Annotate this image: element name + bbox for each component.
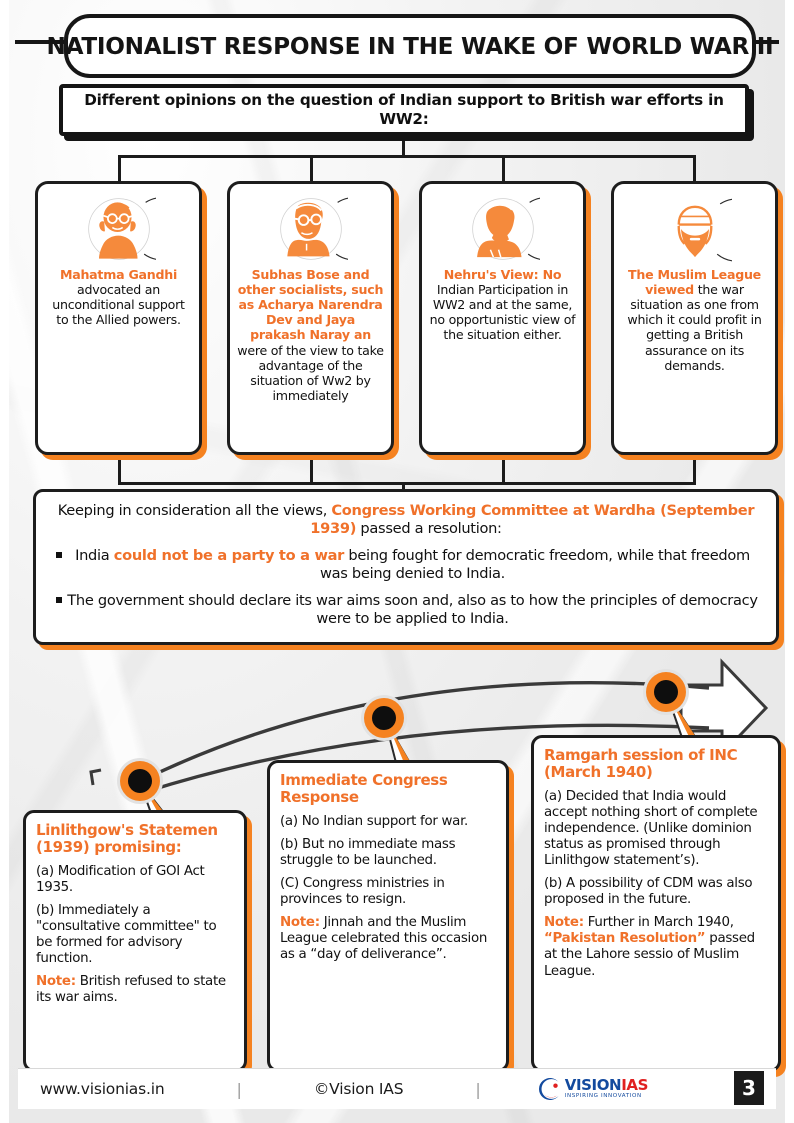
ribbon-tail-left (15, 40, 73, 44)
timeline-node-ramgarh[interactable] (643, 669, 689, 715)
connector-rise-3 (693, 457, 696, 485)
note-tail: passed at the Lahore sessio of Muslim Le… (544, 931, 755, 979)
opinion-text-muslim-league: The Muslim League viewed the war situati… (621, 267, 768, 373)
timeline-node-congress-response[interactable] (361, 695, 407, 741)
event-note: Note: Further in March 1940, “Pakistan R… (544, 915, 768, 979)
wardha-lead: Keeping in consideration all the views, … (54, 502, 758, 539)
logo-ias-text: IAS (621, 1076, 649, 1095)
connector-drop-top-0 (118, 155, 121, 183)
event-card-congress-response[interactable]: Immediate Congress Response (a) No India… (267, 760, 509, 1072)
logo-vision-text: VISION (564, 1076, 622, 1095)
note-text: Further in March 1940, (583, 915, 734, 931)
wardha-bullet-text: India could not be a party to a war bein… (67, 547, 758, 584)
subtitle-box: Different opinions on the question of In… (59, 84, 749, 136)
opinion-card-subhas-bose[interactable]: Subhas Bose and other socialists, such a… (227, 181, 394, 455)
wardha-lead-pre: Keeping in consideration all the views, (57, 502, 332, 519)
opinion-heading: Nehru's View: No (443, 267, 562, 282)
connector-drop-top-2 (502, 155, 505, 183)
connector-drop-top-3 (693, 155, 696, 183)
opinion-heading: The Muslim League viewed (628, 267, 761, 298)
connector-rise-2 (502, 457, 505, 485)
opinion-body: were of the view to take advantage of th… (237, 342, 384, 403)
connector-bar-bottom (118, 482, 696, 485)
connector-trunk-bottom (402, 482, 405, 491)
note-label: Note: (36, 974, 76, 990)
note-text: British refused to state its war aims. (36, 974, 226, 1006)
footer-copyright: ©Vision IAS (313, 1080, 404, 1098)
opinion-body: the war situation as one from which it c… (627, 282, 762, 373)
footer-website-url[interactable]: www.visionias.in (40, 1080, 165, 1098)
bullet-square-icon (56, 596, 62, 603)
wardha-bullet-1: The government should declare its war ai… (54, 592, 758, 629)
opinion-card-gandhi[interactable]: Mahatma Gandhi advocated an unconditiona… (35, 181, 202, 455)
visionias-wordmark: VISIONIAS INSPIRING INNOVATION (564, 1076, 649, 1100)
nehru-portrait-icon (471, 197, 540, 260)
opinion-card-muslim-league[interactable]: The Muslim League viewed the war situati… (611, 181, 778, 455)
opinion-text-nehru: Nehru's View: No Indian Participation in… (429, 267, 576, 343)
event-card-ramgarh[interactable]: Ramgarh session of INC (March 1940) (a) … (531, 735, 781, 1072)
event-para: (a) Decided that India would accept noth… (544, 788, 758, 869)
timeline-curve-inner (144, 723, 710, 794)
timeline-node-linlithgow[interactable] (117, 758, 163, 804)
node-core (654, 680, 678, 704)
event-title: Ramgarh session of INC (March 1940) (544, 746, 738, 782)
node-core (372, 706, 396, 730)
bullet-square-icon (56, 551, 62, 558)
event-para: (b) A possibility of CDM was also propos… (544, 876, 753, 908)
opinion-heading: Subhas Bose and other socialists, such a… (237, 267, 384, 343)
connector-trunk-top (402, 136, 405, 157)
event-para: (b) But no immediate mass struggle to be… (280, 836, 456, 868)
timeline-start-tick (89, 768, 102, 786)
event-para: (C) Congress ministries in provinces to … (280, 876, 445, 908)
wardha-lead-post: passed a resolution: (356, 520, 502, 538)
subhas-bose-portrait-icon (279, 197, 348, 260)
wardha-lead-highlight: Congress Working Committee at Wardha (Se… (310, 502, 755, 538)
gandhi-portrait-icon (87, 197, 156, 260)
subtitle-text: Different opinions on the question of In… (84, 91, 724, 128)
muslim-league-portrait-icon (677, 198, 732, 262)
opinion-body: Indian Participation in WW2 and at the s… (429, 282, 576, 343)
footer-separator: | (475, 1079, 481, 1099)
opinion-text-gandhi: Mahatma Gandhi advocated an unconditiona… (45, 267, 192, 327)
event-note: Note: British refused to state its war a… (36, 974, 234, 1006)
connector-drop-top-1 (310, 155, 313, 183)
event-title: Linlithgow's Statemen (1939) promising: (36, 821, 218, 857)
node-core (128, 769, 152, 793)
event-note: Note: Jinnah and the Muslim League celeb… (280, 915, 496, 963)
opinion-card-nehru[interactable]: Nehru's View: No Indian Participation in… (419, 181, 586, 455)
connector-rise-1 (310, 457, 313, 485)
note-text: Jinnah and the Muslim League celebrated … (280, 915, 488, 963)
footer-separator: | (236, 1079, 242, 1099)
opinion-body: advocated an unconditional support to th… (52, 282, 185, 328)
bullet-highlight: could not be a party to a war (113, 546, 345, 564)
page-title-banner: NATIONALIST RESPONSE IN THE WAKE OF WORL… (47, 14, 774, 78)
connector-bar-top (118, 155, 696, 158)
connector-rise-0 (118, 457, 121, 485)
note-label: Note: (544, 915, 584, 931)
note-label: Note: (280, 915, 320, 931)
logo-tagline: INSPIRING INNOVATION (564, 1093, 642, 1100)
opinion-text-subhas-bose: Subhas Bose and other socialists, such a… (237, 267, 384, 403)
page-number-badge: 3 (734, 1071, 764, 1105)
timeline-curve-outer (142, 681, 710, 782)
wardha-resolution-box: Keeping in consideration all the views, … (33, 489, 779, 645)
visionias-logo[interactable]: VISIONIAS INSPIRING INNOVATION (538, 1076, 649, 1100)
visionias-swoosh-icon (538, 1078, 559, 1100)
bullet-pre: India (75, 546, 114, 564)
event-card-linlithgow[interactable]: Linlithgow's Statemen (1939) promising: … (23, 810, 247, 1072)
page-title: NATIONALIST RESPONSE IN THE WAKE OF WORL… (46, 32, 774, 60)
event-title: Immediate Congress Response (280, 771, 448, 807)
wardha-bullet-text: The government should declare its war ai… (67, 591, 758, 627)
note-quote: “Pakistan Resolution” (544, 931, 706, 947)
event-para: (a) No Indian support for war. (280, 813, 469, 829)
wardha-bullet-0: India could not be a party to a war bein… (54, 547, 758, 584)
event-para: (b) Immediately a "consultative committe… (36, 902, 217, 967)
page-footer: www.visionias.in | ©Vision IAS | VISIONI… (18, 1068, 776, 1109)
opinion-heading: Mahatma Gandhi (59, 267, 178, 282)
logo-top-line: VISIONIAS (564, 1076, 649, 1095)
bullet-post: being fought for democratic freedom, whi… (320, 546, 750, 583)
event-para: (a) Modification of GOI Act 1935. (36, 863, 205, 895)
